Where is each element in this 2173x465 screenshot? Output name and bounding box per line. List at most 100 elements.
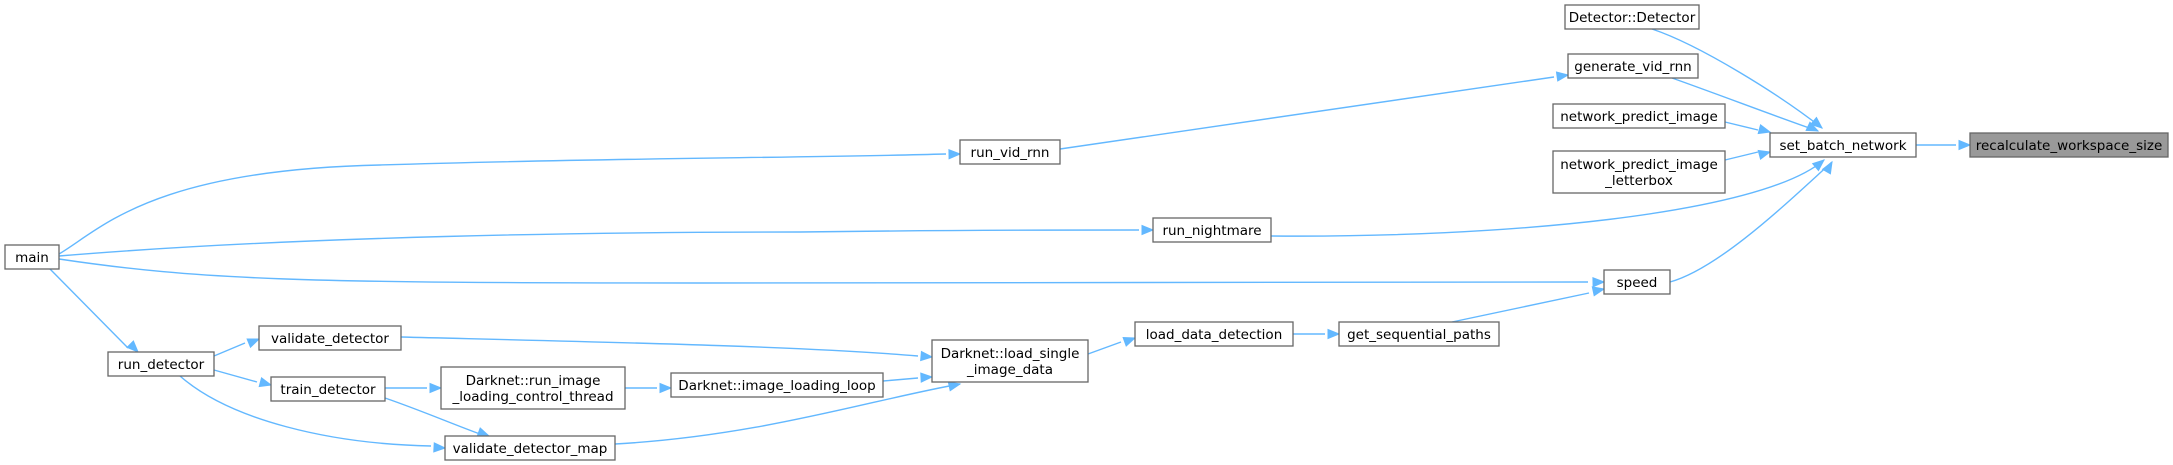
arrowhead <box>947 381 962 392</box>
node-box <box>1134 321 1294 347</box>
arrowhead <box>1122 337 1137 347</box>
edge-speed-to-set_batch_network <box>1669 160 1833 283</box>
arrowhead <box>429 382 443 394</box>
node-set-batch-network[interactable]: set_batch_network <box>1769 132 1917 158</box>
node-load-single-image-data[interactable]: Darknet::load_single_image_data <box>931 339 1089 383</box>
node-label: speed <box>1617 275 1658 291</box>
edge-validate_detector_map-to-load_single_image_data <box>614 381 962 445</box>
node-validate-detector[interactable]: validate_detector <box>258 325 402 351</box>
arrowhead <box>1591 286 1606 297</box>
edge-image_loading_loop-to-load_single_image_data <box>882 372 934 383</box>
node-detector-ctor[interactable]: Detector::Detector <box>1564 4 1700 30</box>
node-train-detector[interactable]: train_detector <box>270 376 386 402</box>
node-recalculate-workspace-size[interactable]: recalculate_workspace_size <box>1969 132 2169 158</box>
arrowhead <box>1327 328 1341 340</box>
node-label: run_nightmare <box>1162 223 1261 239</box>
edge-detector_ctor-to-set_batch_network <box>1651 28 1824 129</box>
arrowhead <box>246 338 261 349</box>
node-label: Darknet::load_single <box>941 346 1080 362</box>
edge-get_sequential_paths-to-speed <box>1451 286 1606 323</box>
node-label: _letterbox <box>1604 173 1673 189</box>
edge-run_nightmare-to-set_batch_network <box>1270 159 1826 237</box>
edge-run_detector-to-train_detector <box>213 369 273 388</box>
node-box <box>1552 103 1726 129</box>
node-box <box>1552 150 1726 194</box>
nodes-layer: recalculate_workspace_size set_batch_netw… <box>4 4 2169 461</box>
node-box <box>1152 217 1272 243</box>
node-network-predict-image[interactable]: network_predict_image <box>1552 103 1726 129</box>
arrowhead <box>659 382 673 394</box>
node-label: Darknet::image_loading_loop <box>678 378 875 394</box>
arrowhead <box>948 148 962 160</box>
arrowhead <box>1821 160 1833 175</box>
node-speed[interactable]: speed <box>1603 269 1671 295</box>
node-label: run_vid_rnn <box>971 145 1050 161</box>
arrowhead <box>1141 224 1155 236</box>
edge-main-to-run_vid_rnn <box>58 148 962 255</box>
node-box <box>1769 132 1917 158</box>
node-box <box>1338 321 1500 347</box>
edge-run_detector-to-validate_detector <box>213 338 261 357</box>
node-box <box>444 435 616 461</box>
node-label: get_sequential_paths <box>1347 327 1491 343</box>
edge-load_single_image_data-to-load_data_detection <box>1087 337 1137 355</box>
node-validate-detector-map[interactable]: validate_detector_map <box>444 435 616 461</box>
arrowhead <box>1809 116 1824 129</box>
node-main[interactable]: main <box>4 244 60 270</box>
edge-main-to-speed <box>58 258 1606 288</box>
node-box <box>107 351 215 377</box>
arrowhead <box>1757 149 1772 161</box>
node-network-predict-image-letterbox[interactable]: network_predict_image_letterbox <box>1552 150 1726 194</box>
arrowhead <box>920 372 934 383</box>
node-box <box>931 339 1089 383</box>
edge-validate_detector-to-load_single_image_data <box>400 336 934 362</box>
arrowhead <box>126 340 139 353</box>
node-image-loading-loop[interactable]: Darknet::image_loading_loop <box>670 372 884 398</box>
node-run-detector[interactable]: run_detector <box>107 351 215 377</box>
edge-set_batch_network-to-recalculate_workspace_size <box>1916 139 1972 151</box>
edges-layer <box>49 28 1972 453</box>
node-run-nightmare[interactable]: run_nightmare <box>1152 217 1272 243</box>
edge-main-to-run_detector <box>49 268 139 353</box>
edge-run_image_loading_control_thread-to-image_loading_loop <box>625 382 673 394</box>
node-label: main <box>15 250 49 266</box>
edge-network_predict_image-to-set_batch_network <box>1724 121 1772 135</box>
arrowhead <box>1757 123 1772 135</box>
node-box <box>270 376 386 402</box>
node-label: Darknet::run_image <box>466 373 601 389</box>
node-run-image-loading-control-thread[interactable]: Darknet::run_image_loading_control_threa… <box>440 366 626 410</box>
arrowhead <box>1958 139 1972 151</box>
node-label: network_predict_image <box>1560 109 1718 125</box>
node-box <box>4 244 60 270</box>
node-generate-vid-rnn[interactable]: generate_vid_rnn <box>1567 53 1699 79</box>
edge-train_detector-to-run_image_loading_control_thread <box>385 382 443 394</box>
edge-load_data_detection-to-get_sequential_paths <box>1293 328 1341 340</box>
arrowhead <box>1805 121 1820 132</box>
node-label: run_detector <box>118 357 205 373</box>
node-box <box>1603 269 1671 295</box>
node-box <box>670 372 884 398</box>
edge-generate_vid_rnn-to-set_batch_network <box>1671 77 1820 132</box>
node-label: _image_data <box>966 362 1053 378</box>
node-box <box>1564 4 1700 30</box>
node-run-vid-rnn[interactable]: run_vid_rnn <box>959 139 1061 165</box>
arrowhead <box>1811 159 1826 172</box>
node-label: validate_detector_map <box>453 441 608 457</box>
node-label: load_data_detection <box>1146 327 1283 343</box>
node-label: recalculate_workspace_size <box>1976 138 2163 154</box>
edge-run_vid_rnn-to-generate_vid_rnn <box>1059 71 1570 150</box>
node-box <box>959 139 1061 165</box>
node-load-data-detection[interactable]: load_data_detection <box>1134 321 1294 347</box>
node-label: _loading_control_thread <box>451 389 613 405</box>
arrowhead <box>1555 71 1570 82</box>
node-label: Detector::Detector <box>1569 10 1696 26</box>
node-label: set_batch_network <box>1779 138 1906 154</box>
node-get-sequential-paths[interactable]: get_sequential_paths <box>1338 321 1500 347</box>
node-box <box>258 325 402 351</box>
edge-main-to-run_nightmare <box>58 224 1155 257</box>
node-label: network_predict_image <box>1560 157 1718 173</box>
node-label: train_detector <box>280 382 376 398</box>
node-box <box>1567 53 1699 79</box>
edge-run_detector-to-validate_detector_map <box>179 375 447 453</box>
